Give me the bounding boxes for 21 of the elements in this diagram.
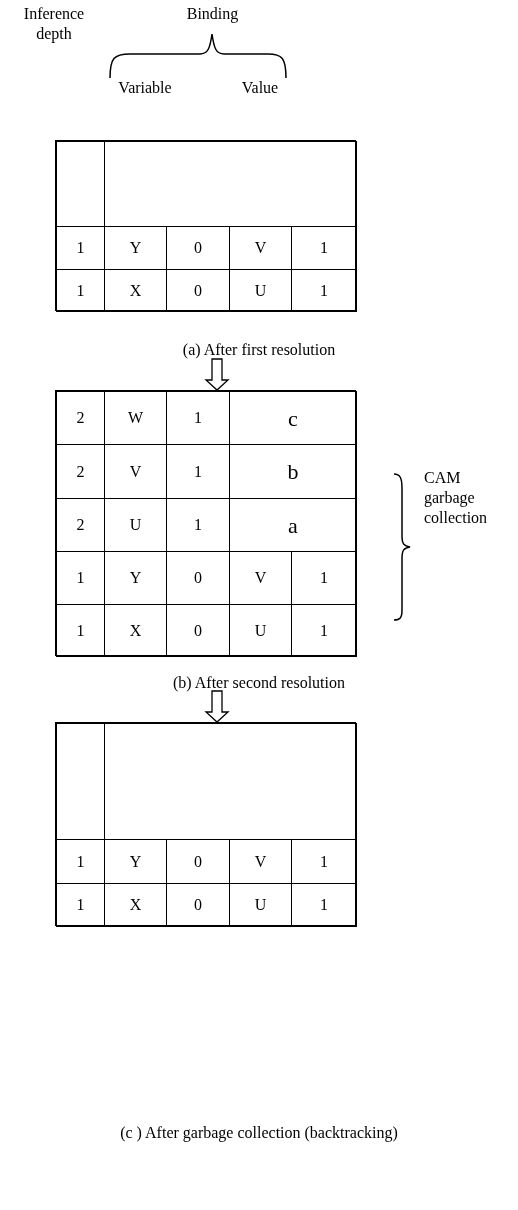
- column-heading: Value: [240, 78, 280, 98]
- figure-caption: (a) After first resolution: [181, 340, 337, 360]
- memory-table: [55, 722, 356, 926]
- table-cell: 2: [56, 391, 105, 445]
- memory-table: [55, 140, 356, 311]
- annotation-text: CAM garbage collection: [424, 468, 489, 528]
- hollow-arrow: [204, 358, 230, 391]
- table-cell: 1: [56, 269, 105, 312]
- table-cell: 1: [291, 269, 357, 312]
- column-heading: Binding: [185, 4, 240, 24]
- table-cell: 1: [291, 883, 357, 927]
- memory-table: [55, 390, 356, 656]
- table-cell: 1: [291, 604, 357, 657]
- table-cell: 1: [56, 883, 105, 927]
- column-heading: Variable: [117, 78, 173, 98]
- column-heading: Inference depth: [22, 4, 86, 44]
- table-cell: 1: [56, 604, 105, 657]
- hollow-arrow: [204, 690, 230, 723]
- figure-caption: (b) After second resolution: [172, 673, 346, 693]
- figure-caption: (c ) After garbage collection (backtracking): [119, 1123, 399, 1143]
- table-cell: c: [229, 391, 357, 445]
